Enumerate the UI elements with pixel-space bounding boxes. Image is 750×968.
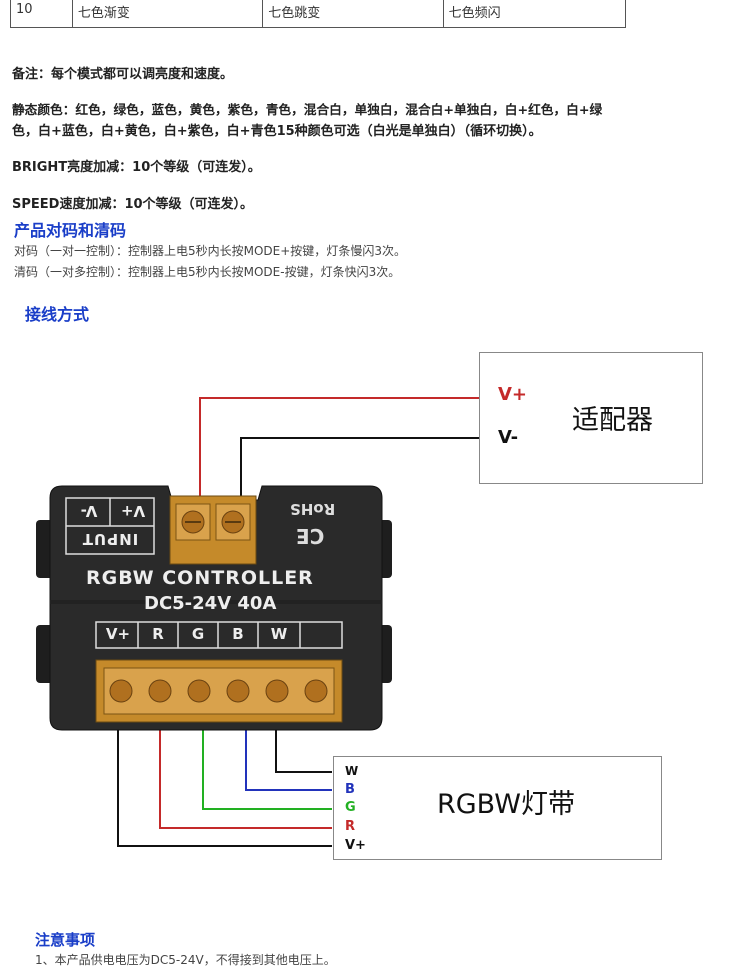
ce-mark: CE [296,524,325,548]
controller-title: RGBW CONTROLLER [86,567,314,589]
vplus-strip-wire [117,725,332,847]
input-vminus-label: V- [80,502,98,520]
input-label: INPUT [81,530,139,548]
input-terminal-block [169,495,257,565]
input-vplus-label: V+ [120,502,146,520]
remark-text: 备注：每个模式都可以调亮度和速度。 [12,67,234,82]
output-label-b: B [232,625,244,643]
strip-terminal-r: R [345,819,356,834]
vminus-wire [240,437,488,505]
speed-text: SPEED速度加减：10个等级（可连发）。 [12,197,254,212]
output-terminal-block [95,659,343,723]
table-cell-no: 10 [11,0,73,27]
vplus-wire [199,397,495,505]
pairing-title: 产品对码和清码 [14,221,127,240]
controller-spec: DC5-24V 40A [144,593,277,614]
adapter-vminus-label: V- [498,427,519,448]
static-colors-line1: 静态颜色：红色，绿色，蓝色，黄色，紫色，青色，混合白，单独白，混合白+单独白，白… [12,102,603,117]
bright-text: BRIGHT亮度加减：10个等级（可连发）。 [12,160,261,175]
attention-title: 注意事项 [35,931,96,949]
output-label-w: W [270,625,288,643]
output-label-g: G [191,625,205,643]
static-colors-line2: 色，白+蓝色，白+黄色，白+紫色，白+青色15种颜色可选（白光是单独白）（循环切… [12,124,542,139]
clear-instructions: 清码（一对多控制）：控制器上电5秒内长按MODE-按键，灯条快闪3次。 [14,265,401,279]
adapter-label: 适配器 [572,405,653,436]
output-label-vplus: V+ [105,625,131,643]
w-wire [275,725,332,773]
strip-terminal-b: B [345,782,355,797]
table-cell-col2: 七色跳变 [263,0,444,27]
strip-terminal-vplus: V+ [345,838,366,853]
r-wire [159,725,332,829]
strip-terminal-w: W [345,764,359,778]
output-label-r: R [152,625,164,643]
adapter-vplus-label: V+ [498,384,528,405]
mode-table-row: 10 七色渐变 七色跳变 七色频闪 [10,0,626,28]
b-wire [245,725,332,791]
g-wire [202,725,332,810]
adapter-box [479,352,703,484]
wiring-title: 接线方式 [25,305,90,324]
strip-box [333,756,662,860]
rohs-mark: RoHS [290,500,336,518]
pair-instructions: 对码（一对一控制）：控制器上电5秒内长按MODE+按键，灯条慢闪3次。 [14,244,406,258]
strip-label: RGBW灯带 [437,789,575,820]
table-cell-col3: 七色频闪 [448,6,501,21]
strip-terminal-g: G [345,800,356,815]
output-label-strip [95,621,343,649]
table-cell-col1: 七色渐变 [73,0,264,27]
